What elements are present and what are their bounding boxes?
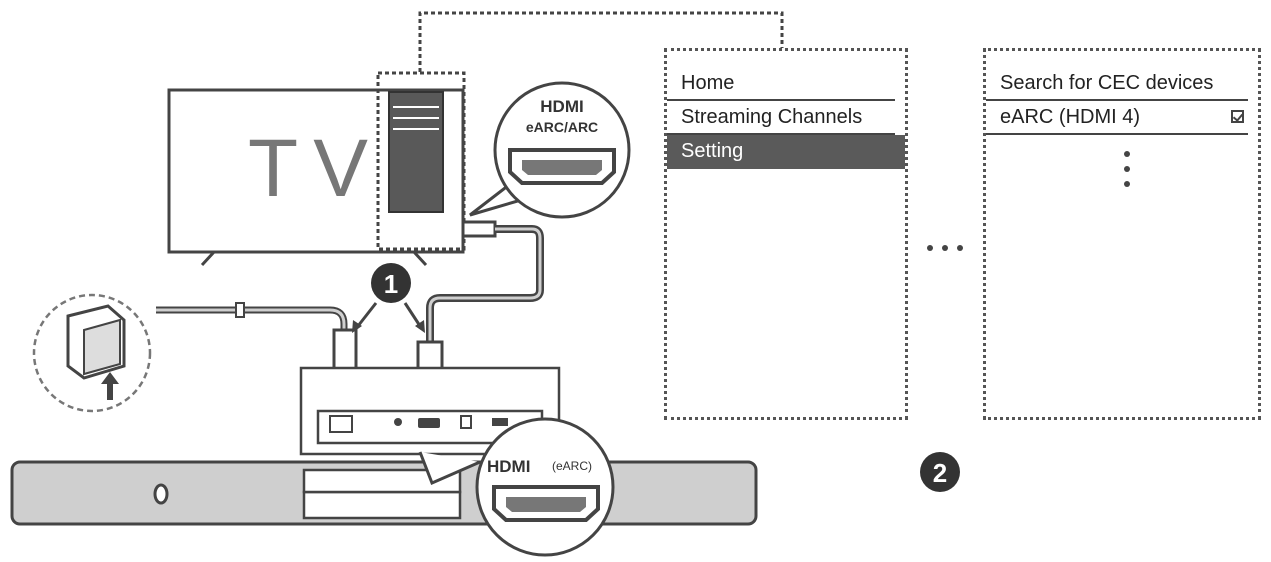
power-cable-line-inner [156,308,346,332]
up-arrow-icon [101,372,119,400]
wall-outlet-callout [32,293,152,413]
soundbar [10,460,758,526]
hdmi-port-label: eARC/ARC [526,119,598,135]
cec-settings-menu: Search for CEC devices eARC (HDMI 4) [983,48,1261,420]
hdmi-port-inner [506,497,586,512]
soundbar-top-recess [302,468,462,494]
hdmi-logo: HDMI [540,97,583,116]
arrow-to-power [356,302,378,327]
outlet-face [83,318,121,376]
tv-settings-menu: Home Streaming Channels Setting [664,48,908,420]
soundbar-hdmi-callout: HDMI (eARC) [418,417,615,557]
more-options-icon [1124,151,1130,196]
arrow-head [352,320,362,333]
hdmi-cable-line-inner [428,227,542,342]
menu-item-setting[interactable]: Setting [667,135,905,169]
menu-item-streaming-channels[interactable]: Streaming Channels [667,101,895,135]
step-2-badge [920,452,960,492]
menu-item-earc-hdmi4[interactable]: eARC (HDMI 4) [986,101,1248,135]
optical-port-icon [460,415,472,429]
ellipsis-dot [942,245,948,251]
power-cable-line [156,306,348,332]
menu-item-label: Search for CEC devices [1000,72,1214,94]
soundbar-rear-panel [299,366,561,456]
ellipsis-dot [927,245,933,251]
hdmi-earc-port-icon [418,418,440,428]
tv-hdmi-callout: HDMI eARC/ARC [469,81,631,219]
hdmi-logo: HDMI [487,457,530,476]
menu-connector-line [418,11,784,72]
step-2: 2 [920,452,960,492]
arrow-head [415,320,425,333]
menu-item-label: Streaming Channels [681,106,863,128]
menu-item-label: Home [681,72,735,94]
menu-item-home[interactable]: Home [667,67,895,101]
step-1: 1 [352,263,425,333]
checked-checkbox-icon[interactable] [1231,110,1244,123]
ellipsis-dot [957,245,963,251]
usb-port-icon [492,418,508,426]
step-1-number: 1 [384,269,398,299]
step-2-number: 2 [933,458,947,488]
power-port-icon [329,415,353,433]
soundbar-port-recess [302,490,462,520]
callout-pointer [418,451,481,486]
tv-stand-left [200,250,216,267]
tv-stand-right [412,250,428,267]
hdmi-port-inner [522,160,602,175]
hdmi-port-label: (eARC) [552,459,592,473]
step-1-badge [371,263,411,303]
arrow-to-hdmi [403,302,422,327]
menu-item-label: eARC (HDMI 4) [1000,106,1141,128]
menu-item-label: Setting [681,140,744,162]
power-cable-ferrite [235,302,245,318]
soundbar-button-icon [153,483,169,505]
menu-item-search-cec[interactable]: Search for CEC devices [986,67,1248,101]
tv-menu-panel [388,91,444,213]
tv: TV [167,71,466,267]
menu-ellipsis [927,245,963,251]
aux-port-icon [394,418,402,426]
hdmi-plug-tv [461,220,497,238]
tv-panel-highlight [376,71,466,251]
